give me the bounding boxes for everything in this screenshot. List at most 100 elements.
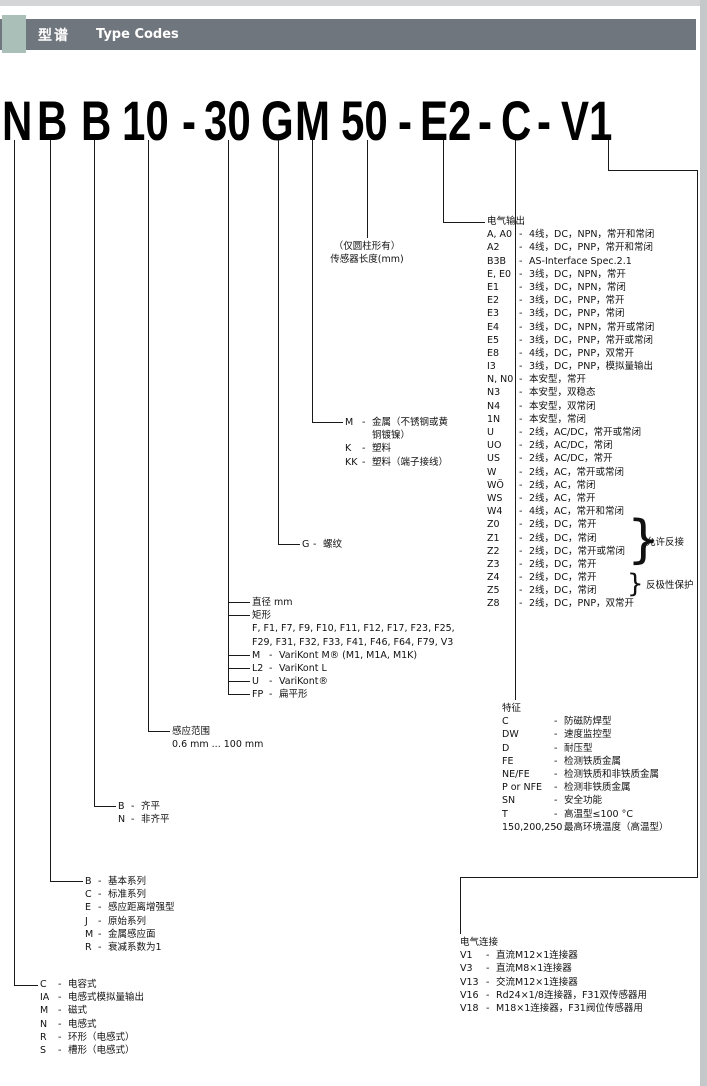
range-value: 0.6 mm ... 100 mm	[172, 739, 264, 751]
desc-cell: 2线，AC/DC，常开或常闭	[529, 427, 642, 438]
code-cell: WS	[487, 492, 503, 504]
desc-cell: 塑料（端子接线）	[372, 456, 449, 468]
desc-cell: 齐平	[141, 801, 161, 812]
dash-cell: -	[98, 928, 102, 940]
code-cell: A2	[487, 242, 500, 254]
dash-cell: -	[486, 1002, 490, 1014]
code-row: E5-3线，DC，PNP，常开或常闭	[487, 334, 654, 347]
desc-cell: 2线，AC/DC，常开	[529, 453, 613, 465]
desc-cell: 磁式	[68, 1005, 88, 1017]
code-row: U-2线，AC/DC，常开或常闭	[487, 426, 654, 439]
desc-cell: F, F1, F7, F9, F10, F11, F12, F17, F23, …	[252, 623, 455, 635]
code-row: WÖ-2线，AC，常闭	[487, 479, 654, 492]
code-row: M-VariKont M® (M1, M1A, M1K)	[252, 649, 455, 662]
code-cell: FP	[252, 689, 264, 701]
dash-cell: -	[519, 427, 523, 438]
code-cell: M	[345, 417, 354, 428]
code-cell: S	[40, 1044, 47, 1056]
type-code-segment: -	[398, 89, 412, 152]
code-row: E1-3线，DC，NPN，常闭	[487, 281, 654, 294]
dash-cell: -	[519, 479, 523, 491]
desc-cell: 螺纹	[323, 539, 343, 550]
dash-cell: -	[519, 545, 523, 557]
code-row: B-齐平	[118, 800, 170, 813]
code-cell: J	[85, 915, 88, 927]
connector-line-feature	[515, 140, 516, 700]
desc-cell: 环形（电感式）	[68, 1031, 135, 1043]
code-row: Z4-2线，DC，常开	[487, 571, 654, 584]
dash-cell: -	[554, 742, 558, 754]
code-cell: K	[345, 443, 352, 455]
length-note: （仅圆柱形有） 传感器长度(mm)	[302, 240, 432, 266]
type-code-segment: B	[81, 89, 112, 152]
dash-cell: -	[519, 347, 523, 359]
page-top-edge	[0, 0, 707, 6]
code-cell: N4	[487, 400, 501, 412]
code-cell: 1N	[487, 413, 501, 425]
desc-cell: 交流M12×1连接器	[496, 976, 578, 988]
code-row: DW-速度监控型	[502, 728, 669, 741]
type-code-segment: -	[182, 89, 196, 152]
header-accent-square	[2, 15, 26, 53]
desc-cell: 塑料	[372, 443, 392, 455]
code-cell: B	[85, 876, 92, 887]
block-title: 电气连接	[460, 937, 499, 948]
code-cell: C	[502, 716, 509, 728]
dash-cell: -	[519, 374, 523, 386]
code-row: S-槽形（电感式）	[40, 1044, 144, 1057]
dash-cell: -	[519, 229, 523, 241]
desc-cell: 2线，DC，常开	[529, 519, 597, 531]
code-row: UO-2线，AC/DC，常闭	[487, 439, 654, 452]
dash-cell: -	[519, 492, 523, 504]
code-row: C-防磁防焊型	[502, 715, 669, 728]
code-cell: U	[252, 676, 259, 688]
code-row: F, F1, F7, F9, F10, F11, F12, F17, F23, …	[252, 622, 455, 635]
type-code-segment: V1	[561, 89, 613, 152]
dash-cell: -	[313, 539, 317, 550]
dash-cell: -	[519, 585, 523, 597]
brace-group: }	[627, 569, 644, 599]
code-row: WS-2线，AC，常开	[487, 492, 654, 505]
code-row: C-电容式	[40, 978, 144, 991]
code-cell: G	[302, 539, 310, 550]
desc-cell: 检测铁质金属	[564, 755, 622, 767]
desc-cell: 4线，DC，PNP，常开和常闭	[529, 242, 654, 254]
code-row: FP-扁平形	[252, 688, 455, 701]
dash-cell: -	[131, 801, 135, 812]
code-row: G-螺纹	[302, 538, 342, 551]
code-cell: M	[85, 928, 94, 940]
dash-cell: -	[269, 689, 273, 701]
desc-cell: AS-Interface Spec.2.1	[529, 255, 632, 267]
desc-cell: 速度监控型	[564, 729, 612, 741]
desc-cell: 直流M8×1连接器	[496, 963, 572, 975]
material-block: M-金属（不锈钢或黄 铜镀镍） K-塑料 KK-塑料（端子接线）	[345, 416, 448, 469]
desc-cell: 3线，DC，NPN，常闭	[529, 281, 626, 293]
code-row: J-原始系列	[85, 915, 175, 928]
feature-block: 特征 C-防磁防焊型 DW-速度监控型 D-耐压型 FE-检测铁质金属 NE/F…	[502, 702, 669, 834]
dash-cell: -	[486, 989, 490, 1001]
connector-line-length	[367, 140, 368, 238]
dash-cell: -	[554, 729, 558, 741]
code-row: N-电感式	[40, 1018, 144, 1031]
code-cell: A, A0	[487, 229, 513, 241]
code-row: KK-塑料（端子接线）	[345, 456, 448, 469]
desc-cell: 检测非铁质金属	[564, 782, 631, 794]
code-cell: Z1	[487, 532, 500, 544]
desc-cell: 原始系列	[108, 915, 147, 927]
dash-cell: -	[554, 821, 558, 833]
connector-line-series	[50, 140, 51, 881]
connector-line-connection	[460, 877, 461, 934]
dash-cell: -	[519, 558, 523, 570]
code-cell: 150,200,250	[502, 821, 563, 833]
code-cell: N, N0	[487, 374, 514, 386]
code-row: A, A0-4线，DC，NPN，常开和常闭	[487, 228, 654, 241]
dash-cell: -	[362, 443, 366, 455]
code-cell: E4	[487, 321, 500, 333]
desc-cell: F29, F31, F32, F33, F41, F46, F64, F79, …	[252, 636, 454, 648]
code-row: E8-4线，DC，PNP，双常开	[487, 347, 654, 360]
dash-cell: -	[131, 814, 135, 826]
code-row: 直径 mm	[252, 596, 455, 609]
dash-cell: -	[554, 795, 558, 807]
code-row: N, N0-本安型，常开	[487, 373, 654, 386]
code-cell: N	[40, 1018, 48, 1030]
